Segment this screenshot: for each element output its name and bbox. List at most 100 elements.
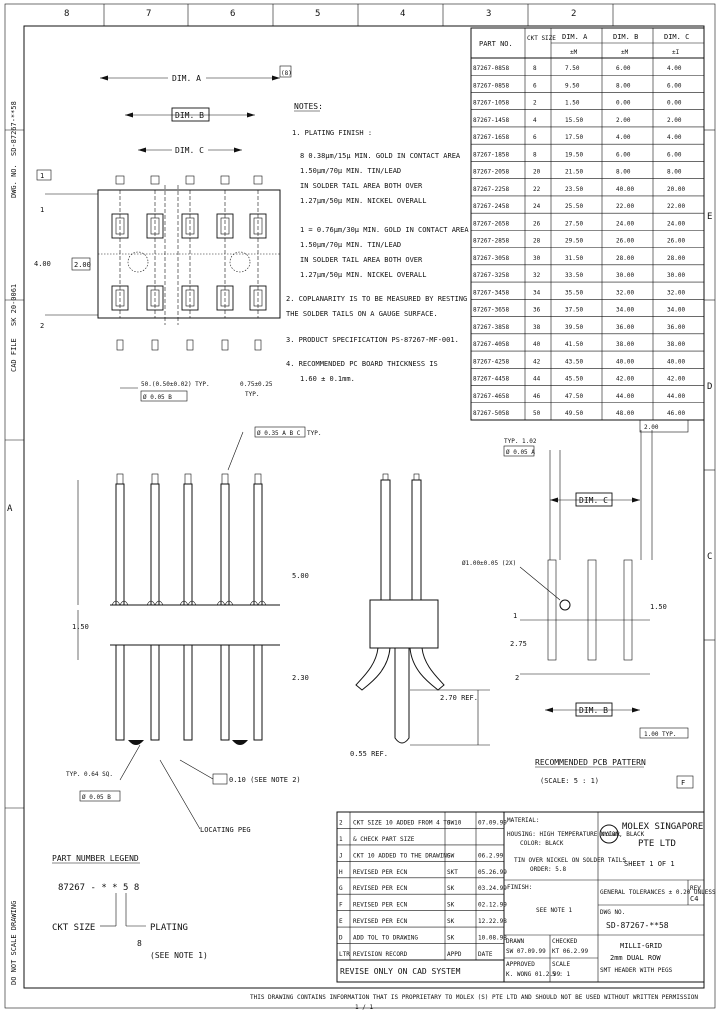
table-cell: 28.00: [667, 255, 685, 262]
revision-cell: CKT 10 ADDED TO THE DRAWING: [353, 852, 451, 859]
pin-tail: [221, 339, 229, 351]
table-header: DIM. A: [562, 33, 588, 41]
table-cell: 32.00: [616, 289, 634, 296]
zone-label: 2: [571, 9, 576, 19]
table-cell: 42.00: [616, 376, 634, 383]
doc-no: SD-87267-**58: [10, 101, 18, 156]
checked-label: CHECKED: [552, 938, 578, 945]
table-cell: 43.50: [565, 358, 583, 365]
table-cell: 29.50: [565, 238, 583, 245]
revision-cell: REVISED PER ECN: [353, 902, 408, 909]
table-cell: 8: [533, 151, 537, 158]
pin-tip: [184, 473, 192, 485]
dim-label: 1.50: [650, 603, 667, 611]
table-cell: 34.00: [667, 307, 685, 314]
table-cell: 21.50: [565, 169, 583, 176]
table-cell: 87267-1658: [473, 134, 510, 141]
legend-pn: 87267 - * * 5 8: [58, 883, 139, 893]
dim-label: TYP. 1.02: [504, 438, 537, 445]
note-line: 1.50µm/70µ MIN. TIN/LEAD: [300, 167, 401, 175]
peg-circle: [229, 251, 251, 273]
table-cell: 9.50: [565, 82, 580, 89]
pin-tail: [150, 644, 160, 741]
note-line: 1.27µm/50µ MIN. NICKEL OVERALL: [300, 271, 426, 279]
table-cell: 0.00: [616, 100, 631, 107]
rev-label: REV: [690, 885, 701, 892]
title-3: SMT HEADER WITH PEGS: [600, 967, 673, 974]
top-view: DIM. A (8) DIM. B DIM. C 1 1 2 4.00 2.00…: [34, 65, 292, 402]
table-cell: 33.50: [565, 272, 583, 279]
note-line: 1.27µm/50µ MIN. NICKEL OVERALL: [300, 197, 426, 205]
cad-date: SK 20-0061: [10, 284, 18, 326]
revision-cell: SK: [447, 902, 455, 909]
table-cell: 2.00: [667, 117, 682, 124]
title-block: molex MOLEX SINGAPORE PTE LTD SHEET 1 OF…: [503, 811, 716, 983]
table-cell: 6.00: [616, 65, 631, 72]
table-cell: 8: [533, 65, 537, 72]
table-cell: 42: [533, 358, 541, 365]
table-cell: 6: [533, 134, 537, 141]
revision-cell: 06.2.99: [478, 852, 504, 859]
revision-cell: SW: [447, 852, 455, 859]
table-cell: 34.00: [616, 307, 634, 314]
zone-label: C: [707, 552, 712, 562]
revision-cell: REVISED PER ECN: [353, 885, 408, 892]
table-cell: 4.00: [667, 65, 682, 72]
pcb-title: RECOMMENDED PCB PATTERN: [535, 758, 646, 767]
table-cell: 26.00: [667, 238, 685, 245]
table-cell: 49.50: [565, 410, 583, 417]
revision-cell: REVISED PER ECN: [353, 918, 408, 925]
part-legend: PART NUMBER LEGEND 87267 - * * 5 8 CKT S…: [52, 854, 208, 960]
revision-cell: 05.26.99: [478, 869, 507, 876]
pin-tip: [185, 175, 195, 185]
row-marker: 1: [40, 206, 44, 214]
revision-cell: REVISION RECORD: [353, 951, 408, 958]
table-cell: 87267-2058: [473, 169, 510, 176]
dim-tol: Ø 0.05 B: [143, 394, 172, 401]
table-cell: 8.00: [667, 169, 682, 176]
table-cell: 87267-1858: [473, 151, 510, 158]
sheet-number: SHEET 1 OF 1: [624, 860, 675, 868]
dim-label: 0.55 REF.: [350, 750, 388, 758]
dim-label: 0.75±0.25: [240, 381, 273, 388]
pin-tail: [254, 339, 262, 351]
zone-label: A: [7, 504, 13, 514]
approved-label: APPROVED: [506, 961, 535, 968]
table-cell: 38.00: [667, 341, 685, 348]
revision-cell: & CHECK PART SIZE: [353, 836, 415, 843]
note-ref: F: [681, 779, 685, 787]
page-number: 1 / 1: [355, 1004, 373, 1011]
title-2: 2mm DUAL ROW: [610, 954, 661, 962]
table-cell: 30.00: [616, 272, 634, 279]
dim-label: 2.00: [644, 424, 659, 431]
revision-cell: F: [339, 902, 343, 909]
table-cell: 44.00: [616, 393, 634, 400]
locating-peg-label: LOCATING PEG: [200, 826, 251, 834]
table-cell: 4: [533, 117, 537, 124]
zone-label: 6: [230, 9, 235, 19]
table-cell: 47.50: [565, 393, 583, 400]
pin-tail: [115, 644, 125, 741]
locating-peg: [128, 740, 144, 745]
revision-cell: D: [339, 935, 343, 942]
table-cell: 20.00: [667, 186, 685, 193]
table-cell: 0.00: [667, 100, 682, 107]
pin-tail: [220, 644, 230, 741]
dim-label: 2.30: [292, 674, 309, 682]
material-label: MATERIAL:: [507, 817, 540, 824]
dim-b-label: DIM. B: [579, 706, 608, 715]
cad-status: CAD FILE: [10, 338, 18, 372]
zone-label: 4: [400, 9, 405, 19]
table-cell: 39.50: [565, 324, 583, 331]
table-cell: 40: [533, 341, 541, 348]
dim-a-label: DIM. A: [172, 74, 201, 83]
scale: 5 : 1: [552, 971, 570, 978]
table-cell: 23.50: [565, 186, 583, 193]
dim-label: 5.00: [292, 572, 309, 580]
material-3: TIN OVER NICKEL ON SOLDER TAILS: [514, 857, 626, 864]
table-cell: 2: [533, 100, 537, 107]
note-line: 3. PRODUCT SPECIFICATION PS-87267-MF-001…: [286, 336, 459, 344]
pin-housing-mark: [146, 600, 164, 606]
table-cell: 40.00: [616, 358, 634, 365]
